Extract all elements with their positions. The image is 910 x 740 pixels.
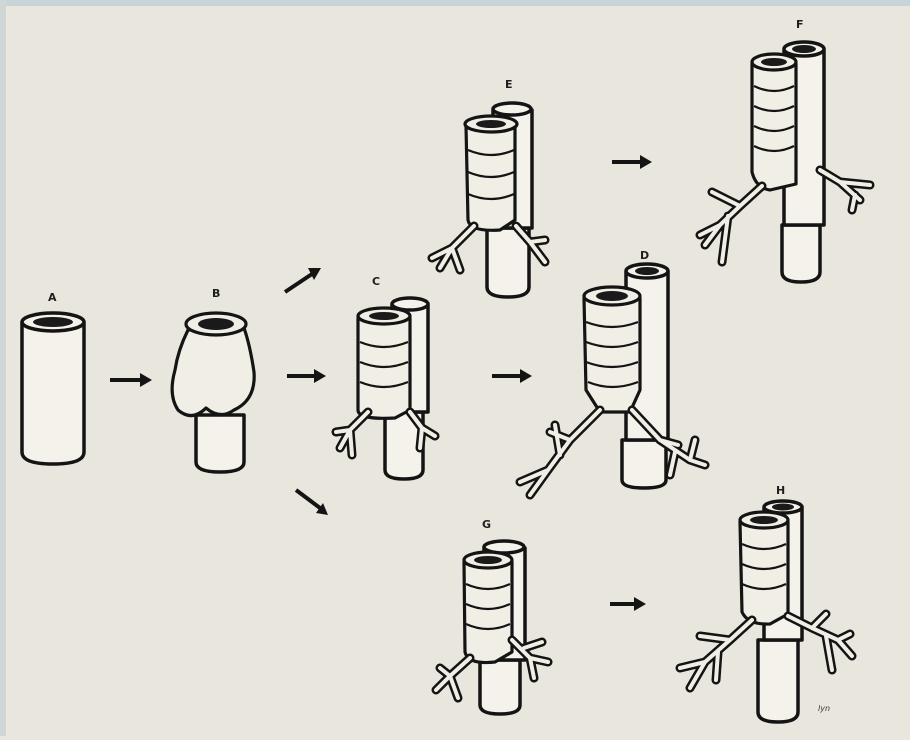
stage-e-bud: E bbox=[432, 78, 545, 297]
stage-a-tube: A bbox=[22, 291, 84, 464]
arrow-b-to-e bbox=[285, 268, 321, 292]
label-h: H bbox=[776, 484, 785, 497]
stage-b-swelling: B bbox=[172, 287, 254, 472]
arrow-b-to-c bbox=[287, 369, 326, 383]
label-a: A bbox=[48, 291, 57, 304]
label-d: D bbox=[640, 249, 649, 262]
label-f: F bbox=[796, 18, 804, 31]
label-b: B bbox=[212, 287, 220, 300]
label-c: C bbox=[372, 275, 380, 288]
stage-h-branching: H lyn bbox=[680, 484, 852, 722]
arrow-g-to-h bbox=[610, 597, 646, 611]
label-e: E bbox=[505, 78, 513, 91]
stage-f-branching: F bbox=[700, 18, 870, 282]
screen-frame-top bbox=[0, 0, 910, 6]
stage-c-bud: C bbox=[336, 275, 435, 479]
arrow-c-to-d bbox=[492, 369, 532, 383]
arrow-e-to-f bbox=[612, 155, 652, 169]
arrow-a-to-b bbox=[110, 373, 152, 387]
arrow-b-to-g bbox=[296, 490, 328, 515]
stage-g-bud: G bbox=[436, 518, 548, 714]
artist-signature: lyn bbox=[818, 704, 830, 713]
stage-d-branching: D bbox=[520, 249, 705, 495]
label-g: G bbox=[482, 518, 491, 531]
screen-frame-left bbox=[0, 0, 6, 736]
